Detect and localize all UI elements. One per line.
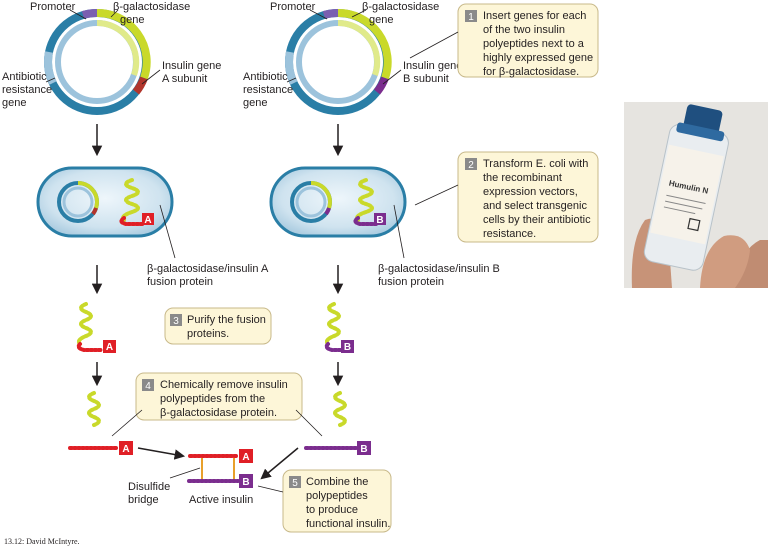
promoter-label-b: Promoter — [270, 1, 316, 13]
disulfide-label: Disulfide bridge — [128, 481, 173, 506]
insulin-chain-a: A — [68, 441, 133, 455]
active-insulin-label: Active insulin — [189, 494, 253, 506]
tag-b-cell-text: B — [376, 215, 383, 226]
purified-protein-a: A — [76, 302, 116, 353]
step-2-number: 2 — [468, 160, 474, 171]
insulin-chain-b: B — [304, 441, 371, 455]
plasmid-b — [285, 8, 392, 115]
tag-b-cell — [374, 213, 386, 225]
fusion-label-b: β-galactosidase/insulin B fusion protein — [378, 263, 503, 288]
antibiotic-label-a: Antibiotic resistance gene — [2, 71, 55, 109]
ecoli-cell-b: B — [269, 166, 407, 238]
insulin-a-gene-label: Insulin gene A subunit — [162, 60, 224, 85]
plasmid-b-beta-gal-segment-inner — [337, 19, 381, 76]
plasmid-b-insulin-b-segment — [373, 76, 389, 95]
humulin-vial-photo: Humulin N — [624, 102, 768, 288]
plasmid-b-labels: Promoter β-galactosidase gene Insulin ge… — [243, 1, 465, 109]
beta-gal-coil-a — [87, 391, 101, 427]
insulin-b-gene-label: Insulin gene B subunit — [403, 60, 465, 85]
step-4-box: 4 Chemically remove insulin polypeptides… — [135, 372, 303, 421]
step-1-text: Insert genes for each of the two insulin… — [483, 10, 596, 78]
step-4-number: 4 — [145, 381, 151, 392]
antibiotic-label-b: Antibiotic resistance gene — [243, 71, 296, 109]
promoter-label-a: Promoter — [30, 1, 76, 13]
beta-gal-gene-label-a: β-galactosidase gene — [113, 1, 193, 26]
plasmid-a-insulin-a-segment — [132, 76, 148, 95]
plasmid-a — [44, 8, 151, 115]
image-credit: 13.12: David McIntyre. — [4, 537, 80, 546]
plasmid-b-promoter-segment — [322, 8, 339, 19]
fusion-label-a: β-galactosidase/insulin A fusion protein — [147, 263, 271, 288]
svg-text:B: B — [360, 444, 367, 455]
plasmid-b-antibiotic-segment — [285, 51, 298, 85]
svg-text:B: B — [344, 342, 351, 353]
step-1-number: 1 — [468, 12, 474, 23]
tag-a-cell-text: A — [144, 215, 151, 226]
step-5-number: 5 — [292, 478, 298, 489]
tag-a-cell — [142, 213, 154, 225]
step-2-box: 2 Transform E. coli with the recombinant… — [457, 151, 599, 243]
step-4-text: Chemically remove insulin polypeptides f… — [160, 379, 291, 419]
arrow-chain-b-to-active — [260, 447, 299, 480]
step-5-box: 5 Combine the polypeptides to produce fu… — [282, 469, 392, 533]
plasmid-b-beta-gal-segment — [337, 8, 392, 80]
svg-text:A: A — [106, 342, 113, 353]
plasmid-a-antibiotic-segment — [44, 51, 57, 85]
step-3-box: 3 Purify the fusion proteins. — [164, 307, 272, 345]
step-5-text: Combine the polypeptides to produce func… — [306, 476, 390, 530]
active-insulin: A B — [187, 449, 253, 488]
fusion-protein-coil-a — [121, 178, 140, 222]
arrow-chain-a-to-active — [137, 447, 186, 460]
svg-text:A: A — [122, 444, 129, 455]
plasmid-a-promoter-segment — [81, 8, 98, 19]
ecoli-cell-a: A — [36, 166, 174, 238]
svg-text:A: A — [242, 452, 249, 463]
step-1-box: 1 Insert genes for each of the two insul… — [457, 3, 599, 78]
fusion-protein-coil-b — [355, 178, 374, 222]
purified-protein-b: B — [324, 302, 354, 353]
beta-gal-gene-label-b: β-galactosidase gene — [362, 1, 442, 26]
plasmid-a-labels: Promoter β-galactosidase gene Insulin ge… — [2, 1, 224, 109]
svg-text:B: B — [242, 477, 249, 488]
step-2-text: Transform E. coli with the recombinant e… — [483, 158, 594, 240]
beta-gal-coil-b — [333, 391, 347, 427]
step-3-number: 3 — [173, 316, 179, 327]
plasmid-a-beta-gal-segment-inner — [96, 19, 140, 76]
plasmid-a-beta-gal-segment — [96, 8, 151, 80]
step-3-text: Purify the fusion proteins. — [187, 314, 269, 340]
